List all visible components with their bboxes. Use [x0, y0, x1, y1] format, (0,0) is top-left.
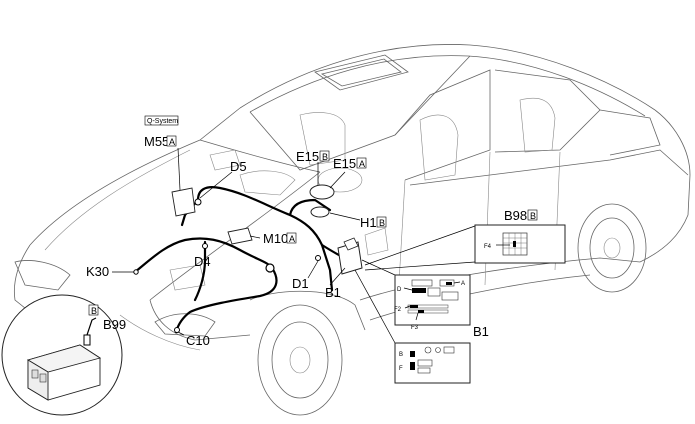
m55-tag: A — [169, 137, 175, 147]
b98-tag-box — [527, 209, 538, 221]
b1-fuse-d — [412, 288, 426, 293]
b98-panel: F4 — [474, 224, 566, 264]
b1-block-2 — [441, 291, 459, 301]
b99-tag-box — [88, 304, 99, 316]
d4-connector — [202, 243, 208, 249]
b1-panel-label: B1 — [473, 324, 489, 339]
wiring-harness — [133, 186, 347, 334]
e15b-tag: B — [322, 152, 328, 162]
b1-bottom-block-1 — [443, 346, 455, 354]
m10-tag-box — [286, 232, 297, 244]
b1-panel-top: D A F2 F3 — [394, 274, 471, 331]
e15-unit — [309, 184, 335, 200]
battery-inset — [1, 294, 123, 416]
m55-label: M55 — [144, 134, 169, 149]
car-body — [13, 44, 691, 416]
fuse-b-label: B — [399, 352, 403, 358]
b1-panel-bottom-frame — [394, 342, 471, 384]
labels: Q-System M55 A D5 E15 B E15 A H1 B M10 A… — [86, 115, 538, 348]
b1-bottom-block-2 — [417, 359, 433, 367]
e15b-tag-box — [319, 150, 330, 162]
m10-tag: A — [289, 234, 295, 244]
b1-label: B1 — [325, 285, 341, 300]
h1-unit — [310, 206, 330, 218]
b1-fusebox-top — [343, 237, 359, 251]
b98-label: B98 — [504, 208, 527, 223]
m55-ecu-shape — [171, 187, 196, 217]
battery-cable — [86, 317, 97, 336]
b98-fuse-f4 — [513, 241, 516, 247]
fuse-f-label: F — [399, 366, 403, 372]
fuse-f2-label: F2 — [394, 307, 402, 313]
c10-label: C10 — [186, 333, 210, 348]
b99-tag: B — [91, 306, 97, 316]
battery-terminal — [83, 334, 91, 346]
h1-tag-box — [376, 216, 387, 228]
harness-junction — [265, 263, 275, 273]
b1-fuse-a — [446, 282, 452, 285]
b1-bottom-connector-1 — [424, 346, 432, 354]
c10-connector — [174, 327, 180, 333]
b1-relay-1 — [411, 279, 433, 287]
k30-sensor — [133, 269, 139, 275]
d5-connector — [194, 198, 202, 206]
e15a-tag: A — [359, 159, 365, 169]
b1-fuse-f3 — [418, 310, 424, 313]
m55-tag-box — [166, 135, 177, 147]
k30-label: K30 — [86, 264, 109, 279]
f4-label: F4 — [484, 244, 492, 250]
b99-label: B99 — [103, 317, 126, 332]
b1-fuse-f2 — [410, 305, 418, 308]
d1-label: D1 — [292, 276, 309, 291]
d5-label: D5 — [230, 159, 247, 174]
h1-label: H1 — [360, 215, 377, 230]
b1-fuse-row-2 — [407, 309, 449, 314]
fuse-f3-label: F3 — [411, 325, 419, 331]
b98-tag: B — [530, 211, 536, 221]
h1-tag: B — [379, 218, 385, 228]
b1-bottom-fuse-f — [410, 362, 415, 370]
e15a-tag-box — [356, 157, 367, 169]
d1-connector — [315, 255, 321, 261]
components — [133, 184, 363, 333]
fuse-d-label: D — [397, 287, 402, 293]
b98-panel-frame — [474, 224, 566, 264]
m10-label: M10 — [263, 231, 288, 246]
b1-bottom-block-3 — [417, 367, 431, 374]
battery-cell-2 — [39, 373, 47, 383]
fuse-a-label: A — [461, 281, 465, 287]
b1-panel-bottom: B F — [394, 342, 471, 384]
b1-bottom-connector-2 — [435, 347, 441, 353]
q-system-box — [144, 115, 179, 126]
leader-lines — [112, 147, 476, 344]
e15b-label: E15 — [296, 149, 319, 164]
b1-bottom-fuse-b — [410, 351, 415, 357]
d4-label: D4 — [194, 254, 211, 269]
e15a-label: E15 — [333, 156, 356, 171]
battery-cell-1 — [31, 369, 39, 379]
b1-block-1 — [427, 287, 441, 297]
m10-module-shape — [227, 227, 253, 245]
q-system-label: Q-System — [147, 118, 178, 125]
